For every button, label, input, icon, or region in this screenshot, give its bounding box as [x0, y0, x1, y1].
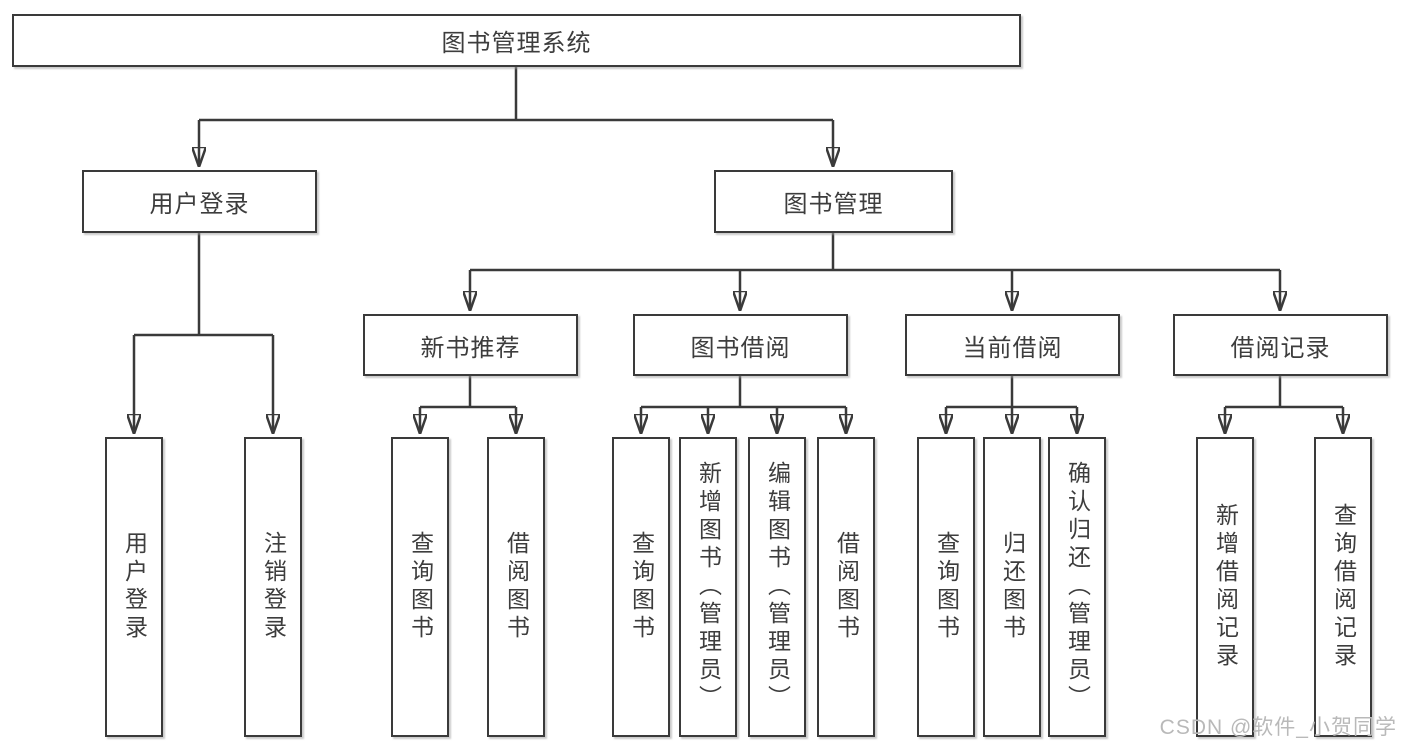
node-library-management-system: 图书管理系统 [12, 14, 1021, 67]
leaf-query-books-borrowing: 查询图书 [612, 437, 670, 737]
leaf-edit-books-admin: 编辑图书（管理员） [748, 437, 806, 737]
leaf-add-borrow-record: 新增借阅记录 [1196, 437, 1254, 737]
leaf-return-books: 归还图书 [983, 437, 1041, 737]
leaf-add-books-admin: 新增图书（管理员） [679, 437, 737, 737]
leaf-borrow-books: 借阅图书 [817, 437, 875, 737]
node-new-book-recommendation: 新书推荐 [363, 314, 578, 376]
leaf-query-books-current: 查询图书 [917, 437, 975, 737]
leaf-logout: 注销登录 [244, 437, 302, 737]
csdn-watermark: CSDN @软件_小贺同学 [1159, 716, 1397, 739]
node-book-borrowing: 图书借阅 [633, 314, 848, 376]
leaf-query-borrow-record: 查询借阅记录 [1314, 437, 1372, 737]
node-borrowing-records: 借阅记录 [1173, 314, 1388, 376]
leaf-confirm-return-admin: 确认归还（管理员） [1048, 437, 1106, 737]
leaf-query-books-recommend: 查询图书 [391, 437, 449, 737]
node-user-login: 用户登录 [82, 170, 317, 233]
node-book-management: 图书管理 [714, 170, 953, 233]
leaf-user-login: 用户登录 [105, 437, 163, 737]
leaf-borrow-books-recommend: 借阅图书 [487, 437, 545, 737]
node-current-borrowing: 当前借阅 [905, 314, 1120, 376]
